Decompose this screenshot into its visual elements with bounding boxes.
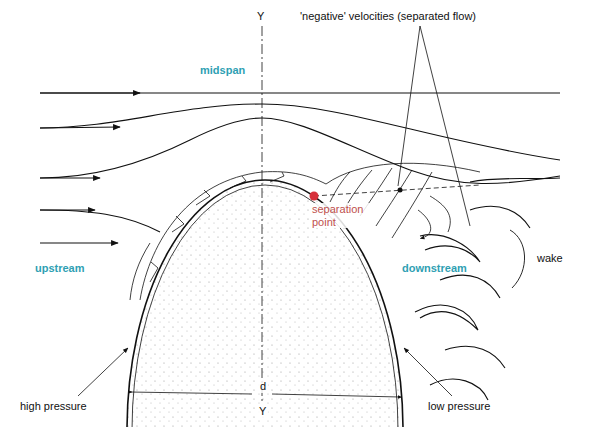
wake-bracket bbox=[510, 230, 525, 288]
callout-text: separation point bbox=[310, 203, 372, 228]
region-label: upstream bbox=[35, 262, 85, 275]
callout-text: low pressure bbox=[428, 400, 490, 413]
cylinder-fill bbox=[127, 180, 403, 427]
leader-lines bbox=[78, 26, 470, 396]
region-label: midspan bbox=[200, 64, 245, 77]
diameter-line bbox=[130, 392, 252, 394]
diameter-line bbox=[272, 394, 400, 397]
boundary-layer bbox=[140, 163, 480, 300]
callout-text: 'negative' velocities (separated flow) bbox=[300, 10, 476, 23]
cylinder-outline bbox=[127, 180, 403, 427]
reattachment-dot bbox=[398, 188, 403, 193]
callout-text: high pressure bbox=[20, 400, 87, 413]
region-label: downstream bbox=[402, 262, 467, 275]
streamlines bbox=[40, 93, 560, 300]
cylinder-inner-outline bbox=[132, 185, 398, 427]
callout-text: wake bbox=[537, 252, 563, 265]
axis-label: Y bbox=[257, 10, 264, 23]
axis-label: Y bbox=[257, 405, 268, 418]
separation-dot bbox=[310, 192, 319, 201]
wake-vortices bbox=[415, 178, 560, 400]
dimension-label: d bbox=[258, 380, 268, 393]
symmetry-axis bbox=[262, 26, 263, 404]
